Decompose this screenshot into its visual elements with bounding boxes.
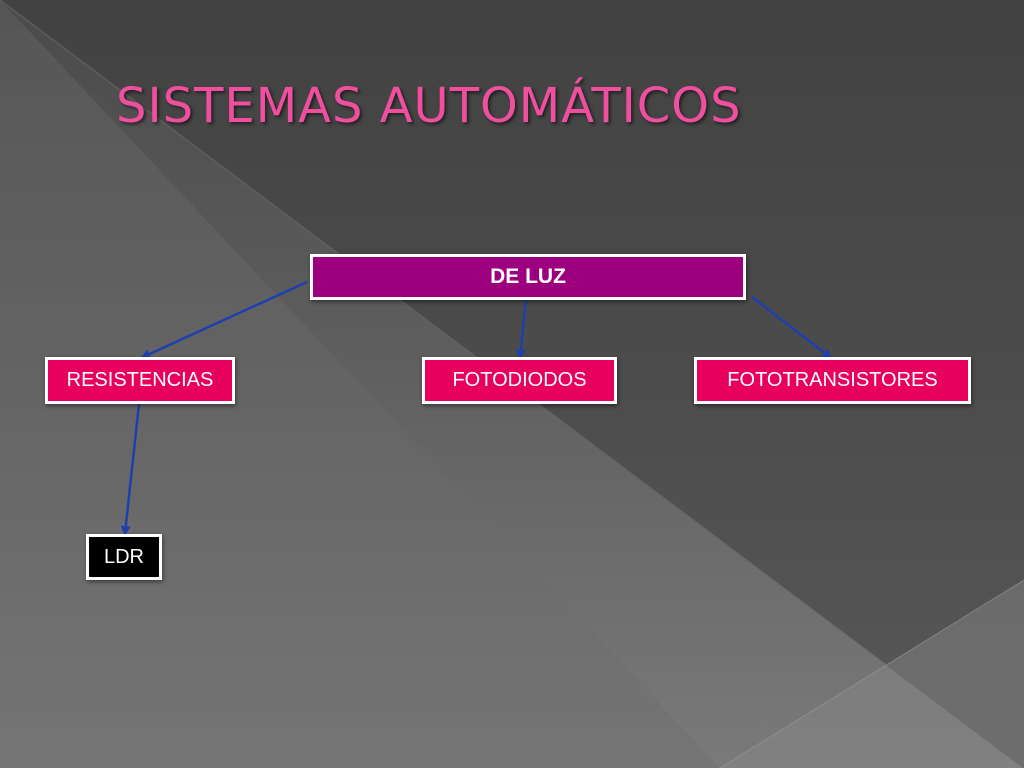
node-ldr: LDR bbox=[86, 534, 162, 580]
node-de-luz-label: DE LUZ bbox=[490, 265, 566, 288]
node-resistencias: RESISTENCIAS bbox=[45, 357, 235, 404]
node-fototransistores: FOTOTRANSISTORES bbox=[694, 357, 971, 404]
connector-root-to-fotodiodos bbox=[515, 299, 528, 360]
node-de-luz: DE LUZ bbox=[310, 254, 746, 300]
connector-root-to-resistencias bbox=[140, 280, 308, 359]
node-fototransistores-label: FOTOTRANSISTORES bbox=[727, 369, 938, 391]
node-resistencias-label: RESISTENCIAS bbox=[66, 369, 214, 391]
node-fotodiodos: FOTODIODOS bbox=[422, 357, 617, 404]
slide-title: SISTEMAS AUTOMÁTICOS bbox=[116, 78, 742, 134]
connector-root-to-fototransistores bbox=[751, 296, 833, 359]
node-fotodiodos-label: FOTODIODOS bbox=[452, 369, 587, 391]
connector-resistencias-to-ldr bbox=[120, 403, 141, 536]
node-ldr-label: LDR bbox=[103, 545, 144, 568]
